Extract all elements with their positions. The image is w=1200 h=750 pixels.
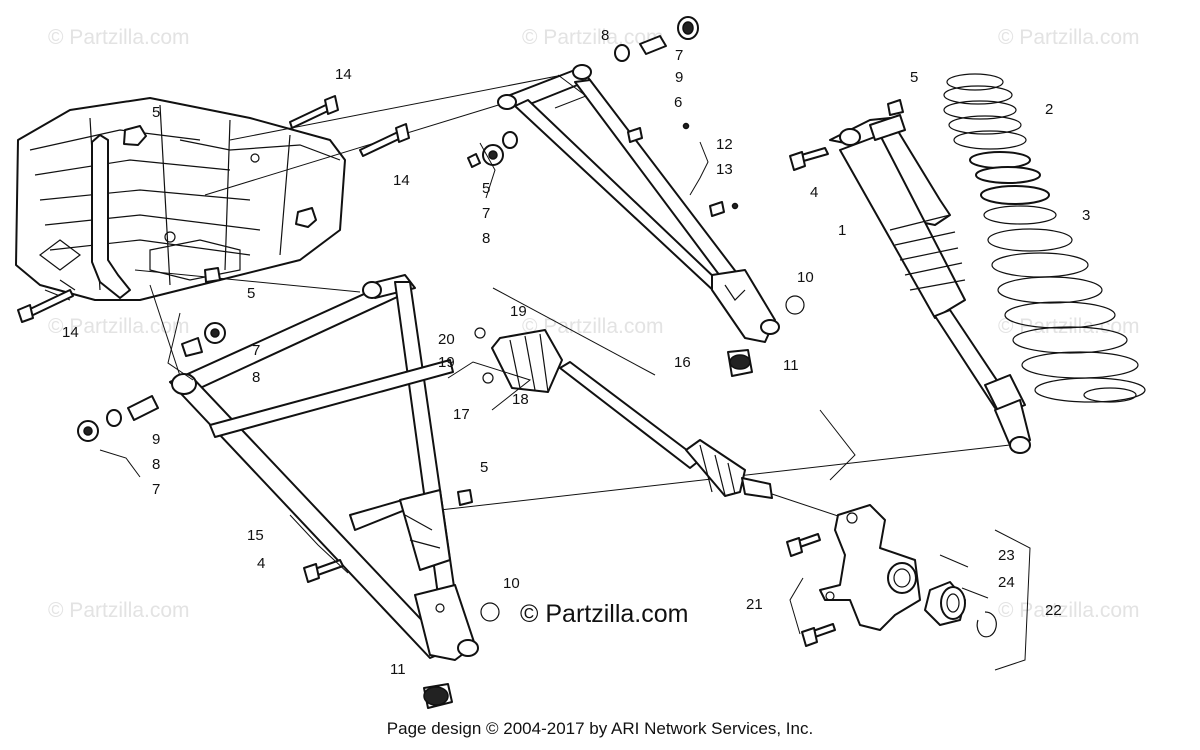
callout-8: 8 (152, 456, 160, 473)
lower-hardware (77, 322, 226, 442)
callout-16: 16 (674, 354, 691, 371)
callout-7: 7 (152, 481, 160, 498)
callout-18: 18 (512, 391, 529, 408)
callout-5: 5 (152, 104, 160, 121)
callout-5: 5 (480, 459, 488, 476)
center-watermark: © Partzilla.com (520, 600, 688, 628)
callout-4: 4 (810, 184, 818, 201)
callout-9: 9 (152, 431, 160, 448)
frame-assembly (15, 97, 346, 301)
callout-5: 5 (482, 180, 490, 197)
springs (943, 73, 1146, 403)
nuts (123, 99, 904, 506)
callout-22: 22 (1045, 602, 1062, 619)
callout-19: 19 (510, 303, 527, 320)
upper-hardware (467, 16, 699, 168)
watermark: © Partzilla.com (48, 315, 190, 338)
callout-7: 7 (482, 205, 490, 222)
callout-7: 7 (252, 342, 260, 359)
callout-17: 17 (453, 406, 470, 423)
callout-23: 23 (998, 547, 1015, 564)
callout-14: 14 (62, 324, 79, 341)
callout-11: 11 (783, 357, 799, 374)
callout-11: 11 (390, 661, 406, 678)
callout-14: 14 (335, 66, 352, 83)
callout-20: 20 (438, 331, 455, 348)
callout-layer: 1 2 3 4 4 5 5 5 5 5 6 7 7 7 7 8 8 8 8 9 … (62, 27, 1090, 678)
callout-24: 24 (998, 574, 1015, 591)
callout-10: 10 (503, 575, 520, 592)
watermark-layer: © Partzilla.com © Partzilla.com © Partzi… (48, 26, 1140, 622)
callout-9: 9 (675, 69, 683, 86)
watermark: © Partzilla.com (998, 599, 1140, 622)
watermark: © Partzilla.com (522, 26, 664, 49)
callout-12: 12 (716, 136, 733, 153)
bolts (17, 95, 836, 647)
watermark: © Partzilla.com (998, 26, 1140, 49)
callout-7: 7 (675, 47, 683, 64)
shock-absorber (829, 114, 1031, 454)
callout-21: 21 (746, 596, 763, 613)
callout-8: 8 (482, 230, 490, 247)
callout-1: 1 (838, 222, 846, 239)
callout-3: 3 (1082, 207, 1090, 224)
watermark: © Partzilla.com (522, 315, 664, 338)
bearing (924, 581, 997, 638)
callout-19: 19 (438, 354, 455, 371)
ball-joints (423, 349, 753, 709)
callout-8: 8 (252, 369, 260, 386)
callout-8: 8 (601, 27, 609, 44)
page-footer: Page design © 2004-2017 by ARI Network S… (386, 719, 814, 738)
upper-a-arm (497, 64, 780, 343)
callout-14: 14 (393, 172, 410, 189)
callout-5: 5 (247, 285, 255, 302)
knuckle (819, 504, 921, 631)
callout-10: 10 (797, 269, 814, 286)
callout-6: 6 (674, 94, 682, 111)
callout-13: 13 (716, 161, 733, 178)
callout-4: 4 (257, 555, 265, 572)
callout-15: 15 (247, 527, 264, 544)
snap-rings (480, 295, 805, 622)
drive-axle (474, 327, 773, 499)
callout-2: 2 (1045, 101, 1053, 118)
callout-5: 5 (910, 69, 918, 86)
watermark: © Partzilla.com (48, 26, 190, 49)
group-brackets (99, 74, 1031, 671)
watermark: © Partzilla.com (48, 599, 190, 622)
